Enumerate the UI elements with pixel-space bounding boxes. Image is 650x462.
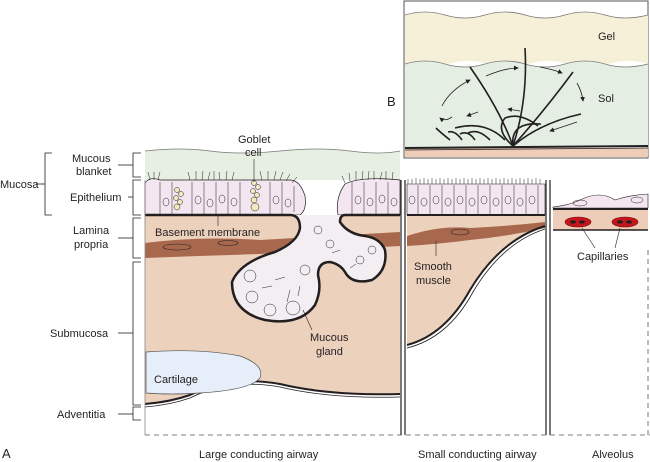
epithelial-cells [159, 182, 398, 214]
mucous-blanket-label-1: Mucous [72, 153, 111, 165]
smooth-muscle-label-2: muscle [416, 275, 451, 287]
capillaries-shapes [564, 216, 639, 228]
sol-label: Sol [598, 93, 614, 105]
region-label-alveolus: Alveolus [592, 449, 634, 461]
smooth-muscle [407, 222, 545, 246]
dashed-boundary [145, 250, 650, 436]
epithelium-small [406, 183, 546, 216]
cartilage [145, 350, 262, 395]
region-label-small: Small conducting airway [418, 449, 537, 461]
panel-b-letter: B [387, 94, 396, 109]
region-dividers [144, 180, 551, 435]
basement-membrane-label: Basement membrane [155, 227, 260, 239]
submucosa-label: Submucosa [50, 328, 109, 340]
cilia-motion-arrows [439, 65, 585, 133]
inset-tissue [405, 148, 648, 157]
epithelium-large [144, 178, 306, 216]
panel-a-letter: A [2, 446, 11, 461]
smooth-muscle-label-1: Smooth [414, 261, 452, 273]
lamina-propria-label-2: propria [74, 239, 109, 251]
gland-cells [243, 225, 377, 317]
alveolus [552, 193, 649, 249]
small-conducting-airway [406, 178, 546, 349]
goblet-cell-label-1: Goblet [238, 134, 270, 146]
alveolar-epithelium [552, 193, 649, 209]
layer-brackets [36, 152, 141, 421]
region-label-large: Large conducting airway [199, 449, 319, 461]
mucous-blanket-label-2: blanket [76, 166, 111, 178]
lamina-propria-label-1: Lamina [73, 225, 110, 237]
mucous-gland-label-2: gland [316, 346, 343, 358]
capillaries-label: Capillaries [577, 251, 629, 263]
epithelium-label: Epithelium [70, 192, 121, 204]
adventitia-label: Adventitia [57, 409, 106, 421]
mucous-blanket [145, 149, 400, 180]
cartilage-label: Cartilage [154, 374, 198, 386]
mucosa-label: Mucosa [0, 179, 39, 191]
cilia-beat-strokes [435, 47, 582, 147]
panel-b-inset: Gel Sol B [387, 0, 649, 159]
goblet-cells [173, 180, 261, 212]
gel-label: Gel [598, 31, 615, 43]
mucous-gland-label-1: Mucous [310, 332, 349, 344]
mucous-gland [230, 213, 387, 323]
large-conducting-airway [144, 148, 401, 408]
cilia [147, 170, 394, 184]
gel-layer [405, 12, 648, 67]
goblet-cell-label-2: cell [245, 147, 262, 159]
